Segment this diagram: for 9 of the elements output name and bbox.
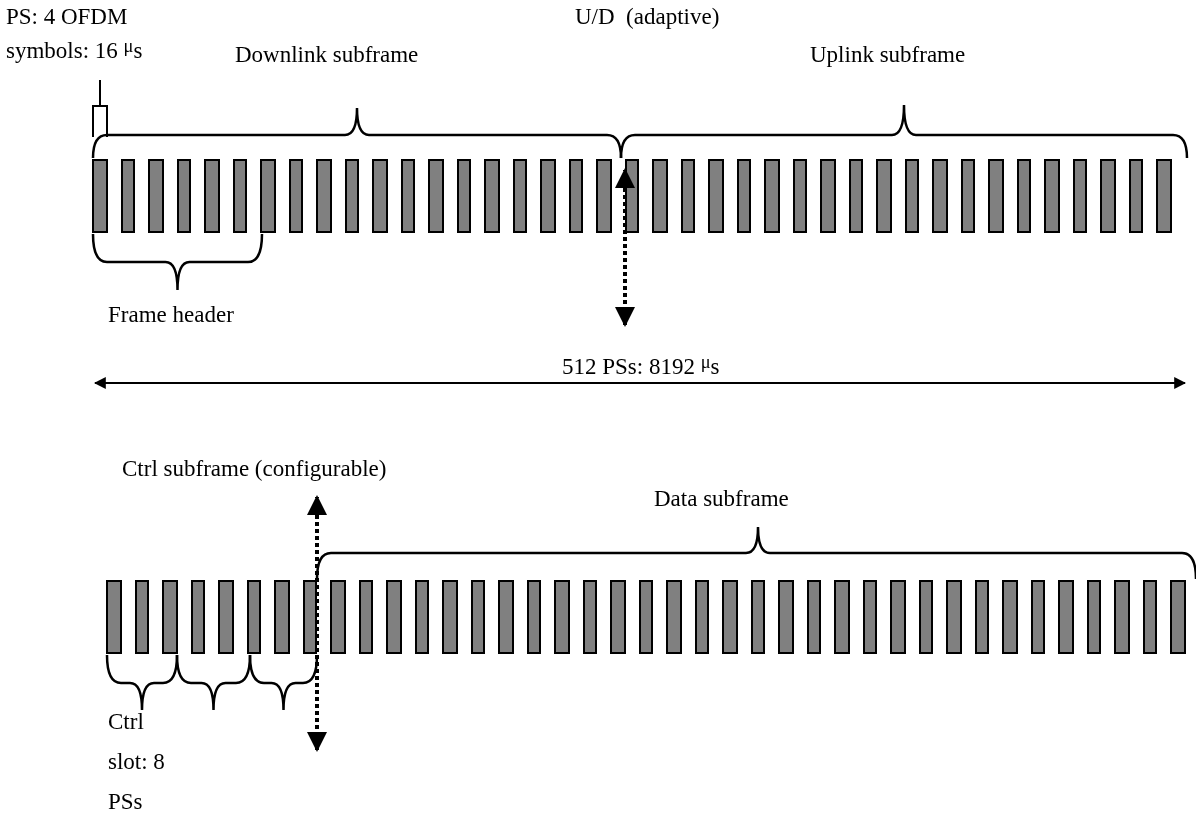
annotation-text: Uplink subframe (810, 41, 966, 69)
annotation-text: U/D (adaptive) (575, 3, 720, 31)
annotation-text: PS: 4 OFDM symbols: 16 $^{μ}$s (6, 3, 144, 65)
annotation-text: Frame header (108, 301, 234, 329)
annotation-text: Data subframe (654, 485, 789, 513)
annotation-text: 512 PSs: 8192 $^{μ}$s (562, 350, 720, 381)
annotation-text: Downlink subframe (235, 41, 419, 69)
annotation-text: Ctrl slot: 8 PSs (108, 708, 166, 816)
annotation-text: Ctrl subframe (configurable) (122, 455, 387, 483)
